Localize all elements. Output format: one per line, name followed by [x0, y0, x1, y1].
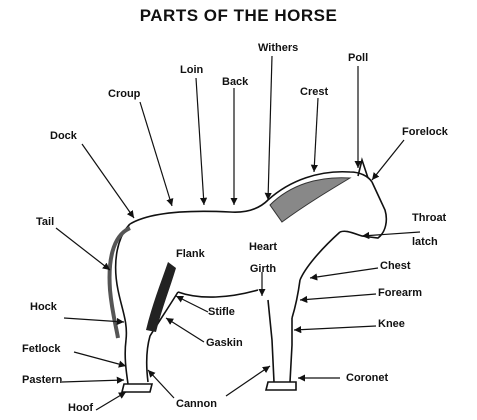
label-croup: Croup	[108, 88, 140, 100]
mane-shape	[270, 178, 350, 222]
label-coronet: Coronet	[346, 372, 388, 384]
arrow-crest	[314, 98, 318, 172]
label-heart-girth: Heart Girth	[240, 236, 286, 280]
label-dock: Dock	[50, 130, 77, 142]
arrow-croup	[140, 102, 172, 206]
arrow-cannon-fore	[226, 366, 270, 396]
arrow-gaskin	[166, 318, 204, 342]
label-forelock: Forelock	[402, 126, 448, 138]
label-pastern: Pastern	[22, 374, 62, 386]
label-throat-latch: Throat latch	[412, 206, 472, 254]
arrow-fetlock	[74, 352, 126, 366]
label-chest: Chest	[380, 260, 411, 272]
label-withers: Withers	[258, 42, 298, 54]
arrow-stifle	[176, 296, 208, 312]
arrow-hoof	[96, 392, 126, 410]
label-hock: Hock	[30, 301, 57, 313]
label-stifle: Stifle	[208, 306, 235, 318]
label-flank: Flank	[176, 248, 205, 260]
arrow-forelock	[372, 140, 404, 180]
label-tail: Tail	[36, 216, 54, 228]
label-crest: Crest	[300, 86, 328, 98]
arrow-knee	[294, 326, 376, 330]
arrow-loin	[196, 78, 204, 205]
label-knee: Knee	[378, 318, 405, 330]
label-loin: Loin	[180, 64, 203, 76]
arrow-tail	[56, 228, 110, 270]
label-cannon: Cannon	[176, 398, 217, 410]
label-fetlock: Fetlock	[22, 343, 61, 355]
arrow-withers	[268, 56, 272, 200]
label-poll: Poll	[348, 52, 368, 64]
label-gaskin: Gaskin	[206, 337, 243, 349]
arrow-pastern	[62, 380, 124, 382]
arrow-dock	[82, 144, 134, 218]
label-back: Back	[222, 76, 248, 88]
arrow-chest	[310, 268, 378, 278]
label-forearm: Forearm	[378, 287, 422, 299]
arrow-forearm	[300, 294, 376, 300]
label-hoof: Hoof	[68, 402, 93, 414]
